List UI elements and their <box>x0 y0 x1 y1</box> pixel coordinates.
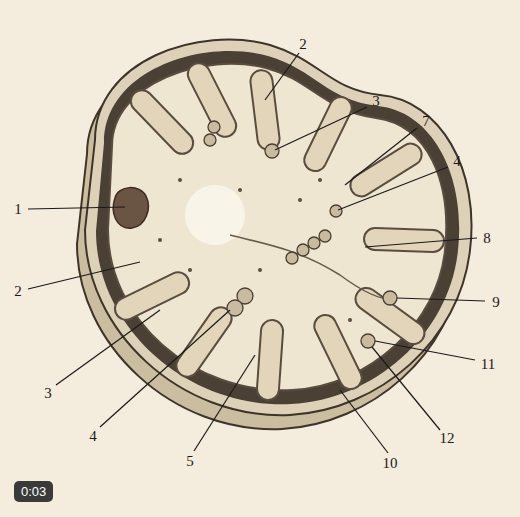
leader-lines <box>28 53 485 453</box>
outer-membrane <box>85 39 472 415</box>
callout-number: 5 <box>186 454 194 469</box>
callout-number: 1 <box>14 202 22 217</box>
callout-number: 12 <box>440 431 455 446</box>
callout-number: 10 <box>383 456 398 471</box>
filament <box>230 235 395 300</box>
callout-number: 7 <box>422 114 430 129</box>
callout-number: 2 <box>14 284 22 299</box>
cristae <box>111 59 444 400</box>
video-timestamp: 0:03 <box>14 481 53 502</box>
callout-number: 8 <box>483 231 491 246</box>
ribosomes <box>204 121 397 348</box>
callout-number: 3 <box>372 94 380 109</box>
callout-number: 11 <box>481 357 495 372</box>
granules <box>158 178 412 347</box>
mitochondrial-dna <box>113 188 148 229</box>
callout-number: 2 <box>299 37 307 52</box>
callout-number: 4 <box>453 154 461 169</box>
callout-number: 4 <box>89 429 97 444</box>
callout-number: 9 <box>492 295 500 310</box>
intermembrane-space <box>96 51 459 404</box>
callout-number: 3 <box>44 386 52 401</box>
